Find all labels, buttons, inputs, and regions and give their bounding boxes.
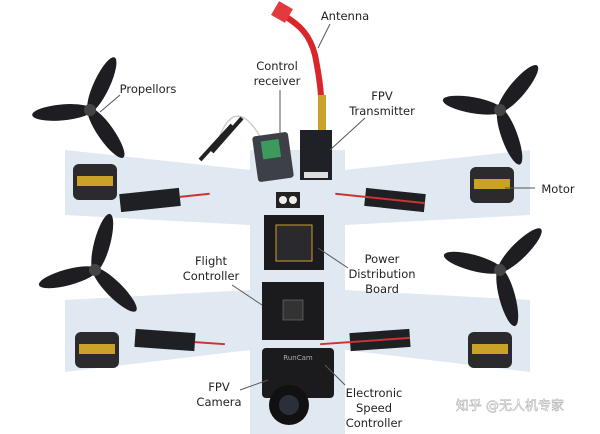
control-receiver bbox=[198, 115, 294, 182]
propeller-3 bbox=[38, 213, 137, 312]
esc-2 bbox=[335, 187, 426, 213]
power-distribution-board bbox=[264, 215, 324, 270]
motor-1 bbox=[73, 164, 117, 200]
leader-lines bbox=[99, 23, 535, 391]
propeller-4 bbox=[443, 228, 542, 327]
watermark: 知乎 @无人机专家 bbox=[456, 398, 564, 414]
antenna bbox=[271, 1, 326, 131]
esc-3 bbox=[134, 328, 225, 352]
fpv-camera: RunCam bbox=[262, 348, 334, 425]
label-antenna: Antenna bbox=[321, 9, 369, 23]
motor-2 bbox=[470, 167, 514, 203]
motor-3 bbox=[75, 332, 119, 368]
motor-4 bbox=[468, 332, 512, 368]
esc-1 bbox=[119, 187, 210, 213]
propeller-2 bbox=[442, 65, 539, 165]
esc-4 bbox=[320, 328, 411, 352]
camera-brand: RunCam bbox=[283, 354, 313, 362]
buzzer bbox=[276, 192, 300, 208]
label-propellors: Propellors bbox=[120, 82, 177, 96]
flight-controller bbox=[262, 282, 324, 340]
label-motor: Motor bbox=[541, 182, 575, 196]
fpv-transmitter bbox=[300, 130, 332, 180]
propeller-1 bbox=[32, 57, 125, 158]
